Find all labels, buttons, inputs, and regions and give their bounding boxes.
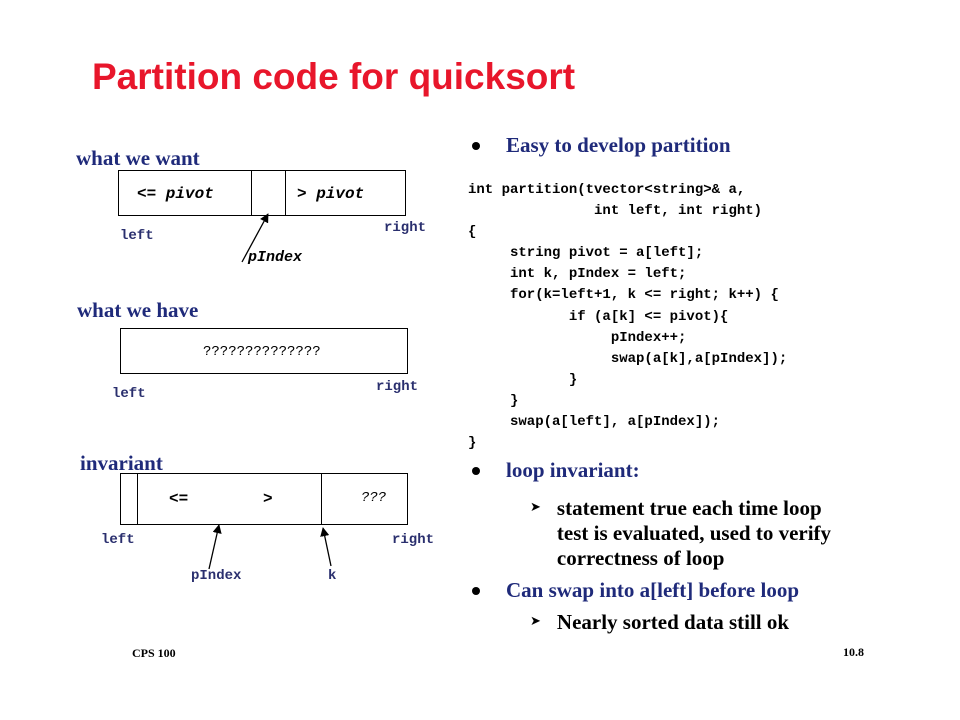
heading-what-we-have: what we have [77,298,199,322]
cell-greater: > [263,490,273,508]
bullet-easy-partition: Easy to develop partition [472,133,731,158]
arrow-k-invariant [320,527,332,567]
label-left: left [120,228,154,244]
sub-text: statement true each time loop [556,496,822,520]
label-right: right [384,220,427,236]
arrowhead-bullet-icon: ➤ [530,614,541,629]
cell-greater-pivot: > pivot [297,185,365,203]
cell-unknown: ??? [361,490,387,506]
code-block: int partition(tvector<string>& a, int le… [468,182,788,452]
label-right: right [376,379,419,395]
heading-what-we-want: what we want [76,146,200,170]
pointer-pindex: pIndex [248,249,303,266]
footer-course: CPS 100 [132,646,176,660]
bullet-dot [472,467,480,475]
slide-title: Partition code for quicksort [92,56,576,97]
bullet-text: Easy to develop partition [506,133,731,157]
cell-less-equal-pivot: <= pivot [137,185,214,203]
label-right: right [392,532,435,548]
array-box-have: ?????????????? [120,328,408,374]
cell-unknown: ?????????????? [203,344,321,360]
sub-bullet-nearly-sorted: ➤ Nearly sorted data still ok [530,610,789,635]
sub-text: correctness of loop [556,546,725,570]
array-box-want: <= pivot > pivot [118,170,406,216]
arrow-pindex-want [241,213,269,263]
bullet-loop-invariant: loop invariant: [472,458,640,483]
bullet-text: loop invariant: [506,458,640,482]
box-divider [251,171,252,215]
cell-less-equal: <= [169,490,189,508]
pointer-k: k [328,568,337,584]
heading-invariant: invariant [80,451,163,475]
sub-text: Nearly sorted data still ok [556,610,790,634]
bullet-dot [472,587,480,595]
box-divider [137,474,138,524]
box-divider [321,474,322,524]
sub-text: test is evaluated, used to verify [556,521,832,545]
pointer-pindex: pIndex [191,568,242,584]
arrow-pindex-invariant [208,524,222,570]
sub-bullet-statement: ➤ statement true each time loop test is … [530,496,831,571]
bullet-swap-before-loop: Can swap into a[left] before loop [472,578,799,603]
label-left: left [101,532,135,548]
label-left: left [112,386,146,402]
box-divider [285,171,286,215]
bullet-text: Can swap into a[left] before loop [506,578,800,602]
footer-page-number: 10.8 [843,645,864,659]
arrowhead-bullet-icon: ➤ [530,500,541,515]
bullet-dot [472,142,480,150]
array-box-invariant: <= > ??? [120,473,408,525]
